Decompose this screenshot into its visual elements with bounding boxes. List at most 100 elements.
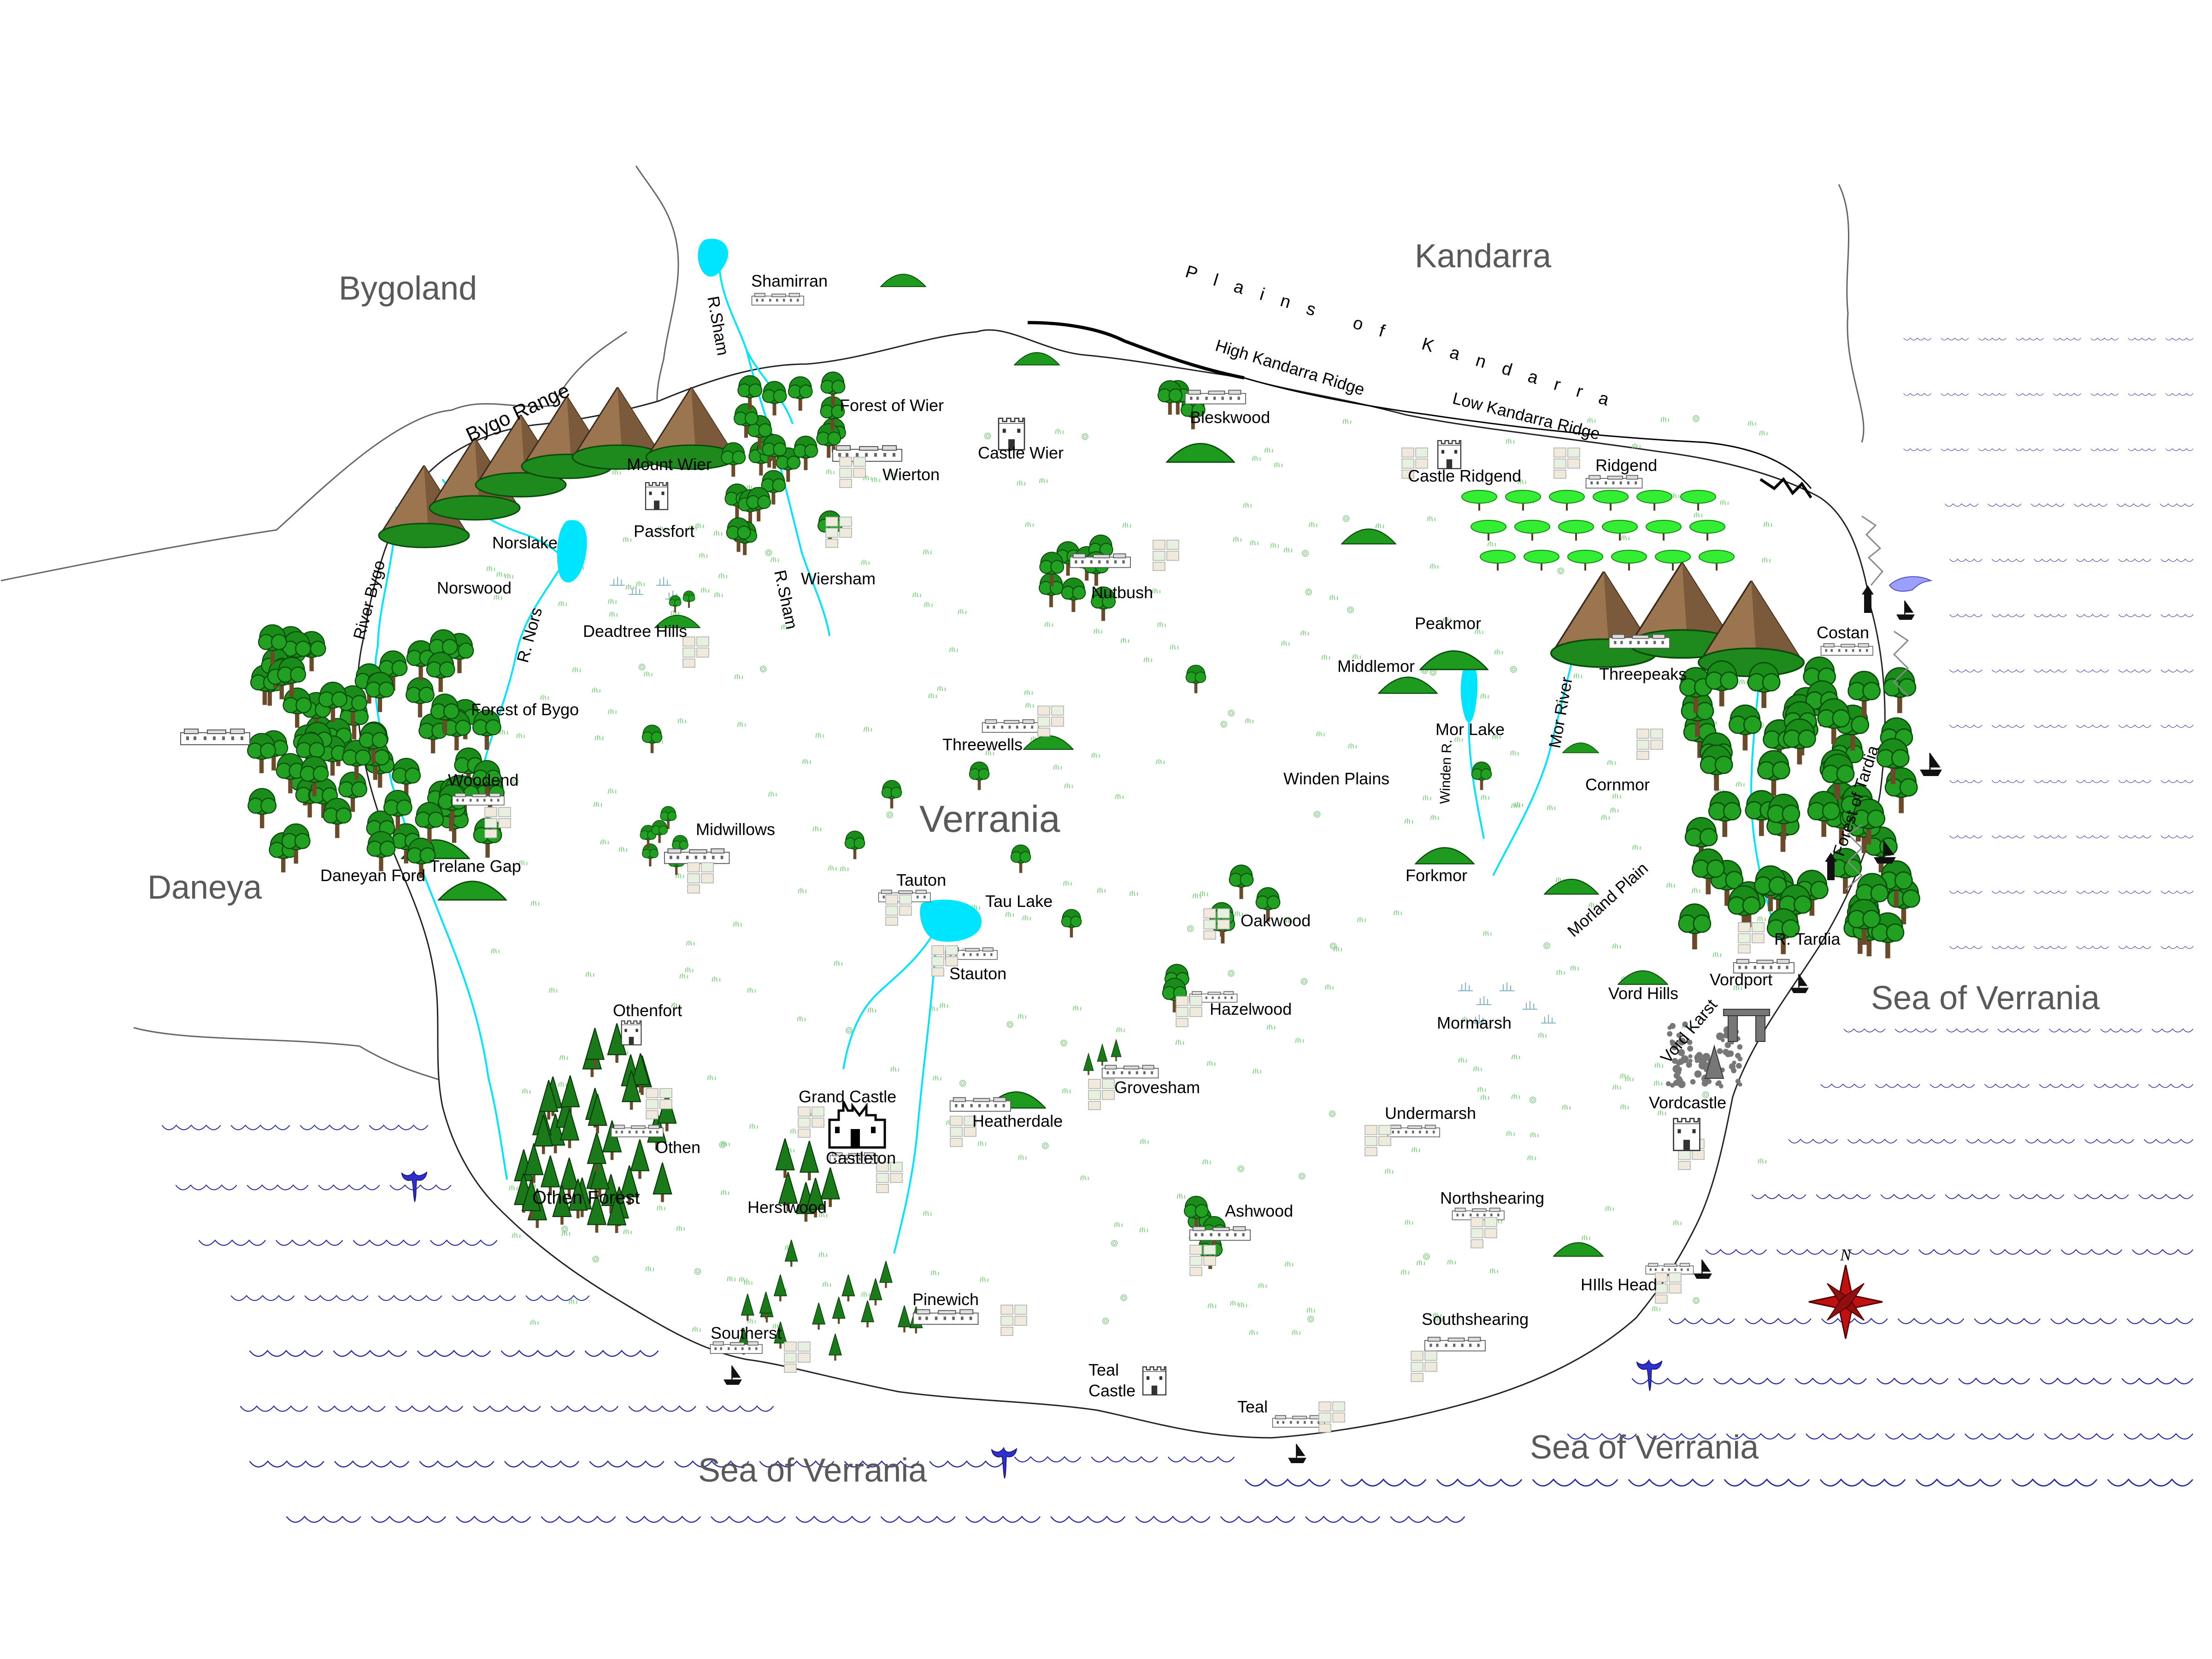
wave xyxy=(1532,1478,1618,1487)
wave xyxy=(419,1460,495,1468)
karst-stone xyxy=(1729,1063,1736,1070)
wave xyxy=(1816,1194,1871,1200)
wave xyxy=(504,1460,580,1468)
town-icon xyxy=(1608,634,1670,649)
wave xyxy=(2131,1249,2194,1255)
wave xyxy=(929,1460,1005,1468)
wave xyxy=(1991,835,2025,839)
wave xyxy=(249,1350,324,1357)
wave xyxy=(1305,1516,1381,1523)
label-othen-forest: Othen Forest xyxy=(532,1188,640,1208)
ship-icon xyxy=(1895,600,1916,621)
karst-stone xyxy=(1687,1039,1693,1045)
wave xyxy=(1984,1083,2030,1088)
karst-stone xyxy=(1670,1039,1675,1044)
wave xyxy=(2165,447,2194,452)
whale-icon xyxy=(991,1447,1017,1479)
label-hazelwood: Hazelwood xyxy=(1210,1000,1292,1018)
wave xyxy=(2118,613,2152,618)
wave xyxy=(1244,1478,1331,1487)
castle-ridgend-icon xyxy=(1437,440,1462,470)
wave xyxy=(2039,1083,2084,1088)
compass-rose-icon: N xyxy=(1808,1246,1883,1339)
label-stauton: Stauton xyxy=(949,964,1006,983)
town-icon xyxy=(710,1341,763,1354)
wave xyxy=(2160,613,2194,618)
wave xyxy=(2143,1138,2194,1144)
label-shamirran: Shamirran xyxy=(751,271,828,290)
label-teal-castle-2: Castle xyxy=(1088,1381,1135,1400)
wave xyxy=(1903,392,1932,396)
eastern-cliffs xyxy=(1845,515,1909,890)
wave xyxy=(2118,835,2152,839)
wave xyxy=(429,1239,498,1246)
label-midwillows: Midwillows xyxy=(696,820,775,839)
wave xyxy=(2076,669,2109,673)
wave xyxy=(1918,1249,1981,1255)
wave xyxy=(417,1350,491,1357)
wave xyxy=(2050,1318,2118,1324)
wave xyxy=(1014,1456,1082,1463)
grass-tuft xyxy=(1758,1158,1766,1164)
wave xyxy=(2160,945,2194,950)
label-threepeaks: Threepeaks xyxy=(1599,665,1687,683)
wave xyxy=(1958,1377,2030,1385)
wave xyxy=(1819,1478,1906,1487)
karst-stone xyxy=(1724,1041,1731,1048)
label-norswood: Norswood xyxy=(437,578,512,597)
grass-tuft xyxy=(1747,420,1756,426)
wave xyxy=(2107,1478,2194,1487)
grand-castle-icon xyxy=(828,1100,886,1149)
town-icon xyxy=(664,848,730,864)
wave xyxy=(1713,1377,1786,1385)
town-icon xyxy=(982,719,1039,733)
tau-lake xyxy=(920,900,982,942)
label-grand-castle: Grand Castle xyxy=(799,1087,896,1106)
teal-castle-icon xyxy=(1142,1366,1167,1396)
label-tau-lake: Tau Lake xyxy=(985,892,1053,911)
wave xyxy=(2076,890,2109,894)
wave xyxy=(2118,945,2152,950)
wave xyxy=(1705,1249,1767,1255)
ship-icon xyxy=(723,1365,743,1386)
label-tauton: Tauton xyxy=(896,871,946,889)
wave xyxy=(2118,669,2152,673)
wave xyxy=(588,1460,665,1468)
wave xyxy=(2160,669,2194,673)
label-southerst: Southerst xyxy=(711,1324,782,1342)
sea-southeast: Sea of Verrania xyxy=(1530,1429,1759,1466)
town-icon xyxy=(180,729,250,745)
wave xyxy=(1945,1194,2000,1200)
label-winden-plains: Winden Plains xyxy=(1283,769,1389,788)
wave xyxy=(300,1124,359,1130)
label-cornmor: Cornmor xyxy=(1585,775,1650,794)
wave xyxy=(1628,1478,1714,1487)
wave xyxy=(2053,447,2082,452)
wave xyxy=(2090,337,2119,341)
wave xyxy=(1941,337,1969,341)
wave xyxy=(318,1184,380,1191)
wave xyxy=(2118,724,2152,729)
region-verrania: Verrania xyxy=(919,798,1060,840)
town-icon xyxy=(912,1309,979,1325)
karst-stone xyxy=(1665,1081,1671,1087)
wave xyxy=(371,1516,447,1523)
tree-icon xyxy=(1883,667,1917,714)
label-pinewich: Pinewich xyxy=(912,1290,979,1309)
karst-stone xyxy=(1677,1049,1685,1056)
karst-stone xyxy=(1716,1032,1724,1041)
region-kandarra: Kandarra xyxy=(1415,238,1552,275)
wave xyxy=(880,1516,956,1523)
wave xyxy=(584,1350,659,1357)
karst-stone xyxy=(1667,1031,1673,1037)
label-passfort: Passfort xyxy=(634,522,694,541)
town-icon xyxy=(611,1124,664,1137)
wave xyxy=(1949,835,1983,839)
wave xyxy=(1805,1433,1876,1440)
tree-icon xyxy=(1884,767,1918,814)
wave xyxy=(1997,1028,2040,1033)
label-threewells: Threewells xyxy=(942,735,1023,754)
wave xyxy=(2160,835,2194,839)
wave xyxy=(1946,1028,1988,1033)
wave xyxy=(2015,337,2044,341)
